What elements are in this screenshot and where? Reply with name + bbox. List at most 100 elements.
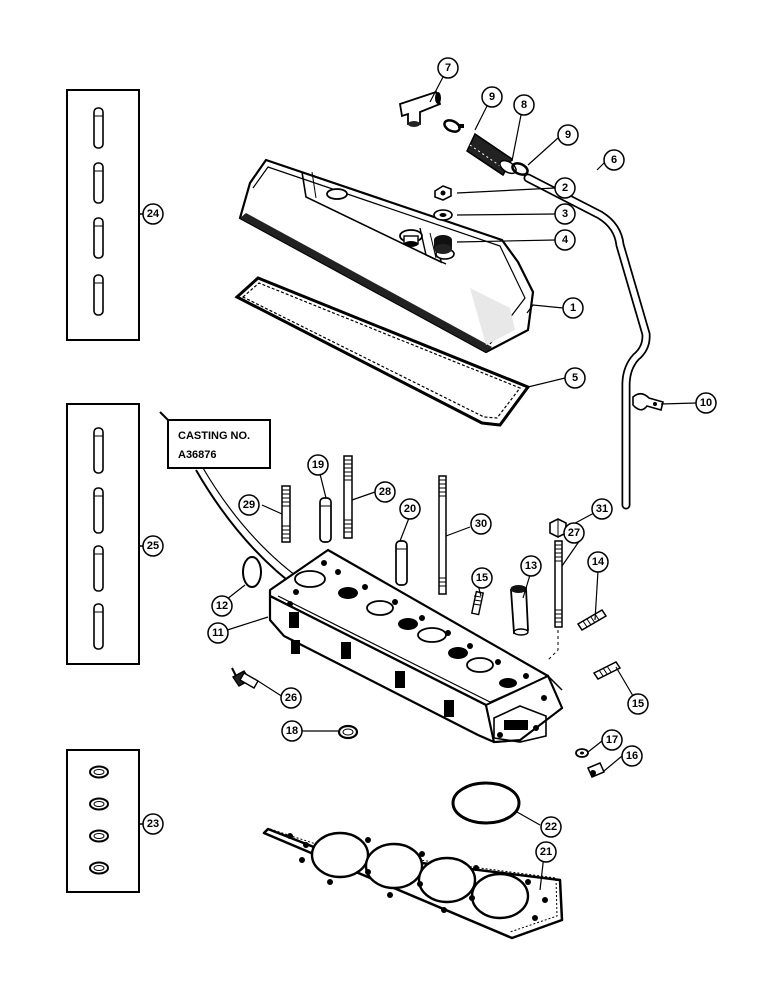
head-gasket <box>262 827 564 940</box>
svg-text:30: 30 <box>475 518 487 530</box>
hose-clamp <box>443 119 464 133</box>
svg-text:18: 18 <box>286 725 298 737</box>
valve-seat-insert-icon <box>89 765 109 779</box>
callout-9a: 9 <box>481 86 503 108</box>
callout-27: 27 <box>563 522 585 544</box>
valve-seat-insert-icon <box>89 797 109 811</box>
svg-text:15: 15 <box>476 572 488 584</box>
callout-21: 21 <box>535 841 557 863</box>
svg-text:4: 4 <box>562 234 569 246</box>
callout-7: 7 <box>437 57 459 79</box>
svg-text:10: 10 <box>700 397 712 409</box>
callout-6: 6 <box>603 149 625 171</box>
temperature-sender <box>231 667 259 689</box>
callout-29: 29 <box>238 494 260 516</box>
callout-15b: 15 <box>627 693 649 715</box>
svg-text:17: 17 <box>606 734 618 746</box>
svg-text:6: 6 <box>611 154 617 166</box>
valve-guide-icon <box>93 603 104 650</box>
water-outlet-tube-13 <box>510 585 529 636</box>
svg-text:31: 31 <box>596 503 608 515</box>
expansion-plug <box>337 724 359 740</box>
callout-2: 2 <box>554 177 576 199</box>
svg-text:19: 19 <box>312 459 324 471</box>
callout-1: 1 <box>562 297 584 319</box>
callout-12: 12 <box>211 595 233 617</box>
callout-31: 31 <box>591 498 613 520</box>
callout-18: 18 <box>281 720 303 742</box>
callout-17: 17 <box>601 729 623 751</box>
callout-25: 25 <box>142 535 164 557</box>
small-stud-15 <box>470 590 485 616</box>
valve-seat-insert-icon <box>89 861 109 875</box>
cover-gasket <box>234 276 531 427</box>
stud-28 <box>343 455 353 539</box>
breather-hose <box>466 132 517 177</box>
kit-panel-24 <box>66 89 146 341</box>
callouts: 1 2 3 4 5 6 7 8 9 9 10 11 12 13 14 15 15… <box>142 57 717 863</box>
cover-nut <box>434 185 452 201</box>
callout-5: 5 <box>564 367 586 389</box>
svg-text:13: 13 <box>525 560 537 572</box>
svg-text:1: 1 <box>570 302 576 314</box>
o-ring-22 <box>451 781 521 825</box>
tube-clip <box>632 392 664 411</box>
svg-text:5: 5 <box>572 372 578 384</box>
short-stud-14 <box>576 608 608 632</box>
callout-26: 26 <box>280 687 302 709</box>
callout-20: 20 <box>399 498 421 520</box>
valve-guide-icon <box>93 487 104 534</box>
callout-11: 11 <box>207 622 229 644</box>
svg-text:9: 9 <box>489 91 495 103</box>
svg-text:12: 12 <box>216 600 228 612</box>
valve-guide-icon <box>93 545 104 592</box>
svg-text:29: 29 <box>243 499 255 511</box>
svg-text:11: 11 <box>212 627 224 639</box>
svg-text:25: 25 <box>147 540 159 552</box>
valve-cover <box>238 158 535 354</box>
svg-text:8: 8 <box>521 99 527 111</box>
cap-bolt <box>587 762 605 778</box>
svg-text:22: 22 <box>545 821 557 833</box>
kit-panel-23 <box>66 749 146 893</box>
short-stud-15 <box>592 661 622 680</box>
valve-guide-icon <box>93 427 104 474</box>
casting-label-line1: CASTING NO. <box>178 430 250 442</box>
svg-text:16: 16 <box>626 750 638 762</box>
svg-text:9: 9 <box>565 129 571 141</box>
svg-text:15: 15 <box>632 698 644 710</box>
callout-4: 4 <box>554 229 576 251</box>
breather-tee <box>398 90 442 127</box>
stud-30 <box>438 475 447 595</box>
callout-15a: 15 <box>471 567 493 589</box>
bolt-washer <box>575 748 589 758</box>
callout-30: 30 <box>470 513 492 535</box>
callout-8: 8 <box>513 94 535 116</box>
svg-text:21: 21 <box>540 846 552 858</box>
cover-washer <box>433 209 453 221</box>
svg-text:20: 20 <box>404 503 416 515</box>
callout-23: 23 <box>142 813 164 835</box>
callout-28: 28 <box>374 481 396 503</box>
cover-grommet <box>434 235 452 254</box>
svg-text:14: 14 <box>592 556 605 568</box>
callout-3: 3 <box>554 203 576 225</box>
callout-13: 13 <box>520 555 542 577</box>
stud-29 <box>281 485 291 543</box>
stud-27 <box>547 540 563 661</box>
callout-24: 24 <box>142 203 164 225</box>
callout-9b: 9 <box>557 124 579 146</box>
casting-number-label: CASTING NO. A36876 <box>159 411 311 591</box>
valve-guide-20 <box>395 540 408 586</box>
callout-14: 14 <box>587 551 609 573</box>
cylinder-head <box>268 548 564 744</box>
breather-tube <box>523 173 651 510</box>
valve-guide-icon <box>93 162 104 204</box>
callout-22: 22 <box>540 816 562 838</box>
svg-text:7: 7 <box>445 62 451 74</box>
svg-text:23: 23 <box>147 818 159 830</box>
valve-guide-19 <box>319 497 332 543</box>
valve-guide-icon <box>93 107 104 149</box>
svg-text:3: 3 <box>562 208 568 220</box>
